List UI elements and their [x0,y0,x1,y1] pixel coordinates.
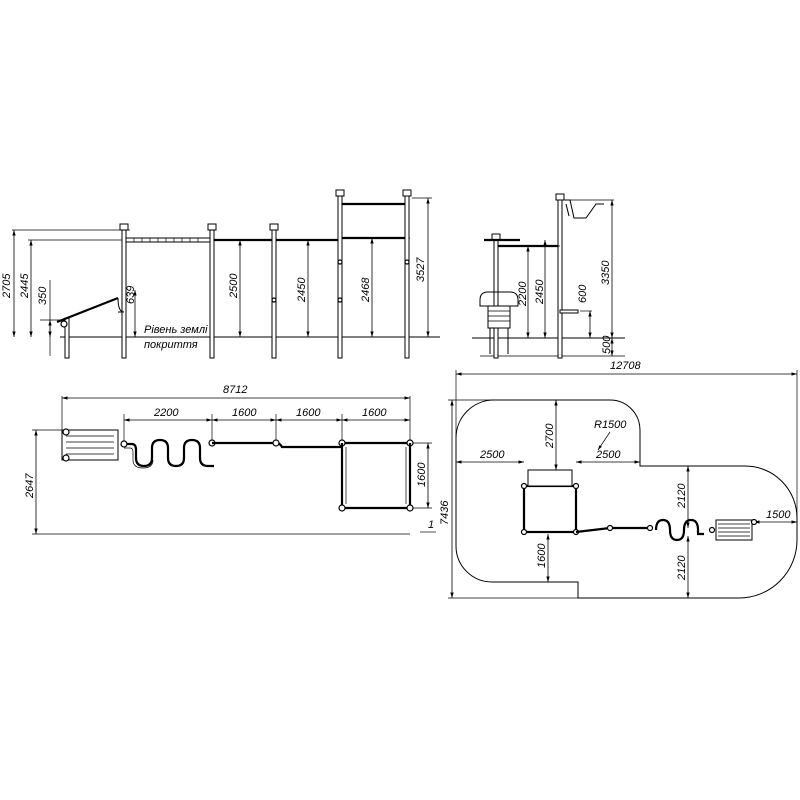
dim-1600a: 1600 [232,407,257,419]
dim-2705: 2705 [1,273,13,299]
post [557,197,563,359]
wave-bars-inner [124,447,154,469]
top-bar-inner [565,203,570,217]
dim-2500b: 2500 [595,449,621,461]
post-cap [269,223,279,231]
bench-foot [60,320,68,328]
post [271,227,277,359]
joint [520,482,528,490]
dim-500: 500 [601,335,613,354]
mark-1: 1 [428,519,434,531]
plan-bench-foot [62,428,70,436]
joint [520,528,528,536]
ground-label-line1: Рівень землі [144,324,208,336]
dim-7436: 7436 [439,500,451,525]
dim-r1500: R1500 [594,419,627,431]
dim-2647: 2647 [24,473,36,499]
joint [338,504,346,512]
plan-bench [61,429,119,461]
post-cap [119,223,129,231]
post-cap [555,193,565,201]
dim-12708: 12708 [610,360,641,372]
dim-r1500-leader [597,431,611,451]
top-bar [562,199,604,219]
rail [275,441,342,449]
dim-2500a: 2500 [479,449,505,461]
plan-bench-foot [62,454,70,462]
joint [606,524,614,532]
incline-bench [56,296,119,324]
dim-600: 600 [577,284,589,303]
bench-support [117,297,125,313]
dim-1600b: 1600 [296,407,321,419]
dim-639: 639 [125,286,137,304]
side-view-small: 2200 2450 600 3350 500 [472,193,625,359]
step-bar [559,309,579,314]
dim-2700: 2700 [544,423,556,449]
dim-1600-v: 1600 [416,462,428,487]
bench-seat [487,305,511,329]
side-view-main: 2705 2445 350 639 2500 2450 2468 3527 Рі… [1,189,440,359]
post-cap [335,189,345,197]
post [209,227,215,359]
dim-2200: 2200 [517,281,529,307]
joint [120,440,128,448]
post-cap [402,189,412,197]
post-cap [207,223,217,231]
joint [404,259,410,265]
joint [572,482,580,490]
dim-2120b: 2120 [676,555,688,581]
dim-2500: 2500 [228,273,240,299]
dim-2445: 2445 [19,273,31,299]
dim-2450: 2450 [296,277,308,303]
plan-view: 8712 2200 1600 1600 1600 2647 1600 1 [24,384,436,535]
joint [272,439,280,447]
dim-3527: 3527 [415,257,427,282]
dim-1600: 1600 [536,543,548,568]
joint [271,297,277,303]
dim-2450: 2450 [534,279,546,305]
post [493,237,499,359]
post [337,193,343,359]
dim-2468: 2468 [360,277,372,303]
wave-bars [124,438,214,468]
zone-bench [715,519,753,541]
zone-bench-slats [718,523,750,537]
safety-zone-outline [455,399,798,599]
dim-1500: 1500 [766,509,791,521]
zone-square-frame [522,484,578,534]
monkey-bars-rungs [133,238,199,242]
dim-1600c: 1600 [362,407,387,419]
joint [646,524,654,532]
joint [337,297,343,303]
zone-wave-bars [654,518,704,542]
dim-3350: 3350 [600,260,612,285]
ground-label-line2: покриття [144,339,198,351]
post [404,193,410,359]
joint [708,526,716,534]
bench-legs [489,328,509,354]
joint [337,259,343,265]
dim-2200: 2200 [153,407,179,419]
dim-2120a: 2120 [676,483,688,509]
monkey-bars [125,237,211,243]
bench-slats [488,310,510,322]
dim-8712: 8712 [223,384,247,396]
zone-canopy [527,469,573,487]
zone-view: 12708 7436 R1500 2700 2500 2500 2120 212… [439,360,798,599]
dim-350: 350 [37,286,49,305]
joint [406,504,414,512]
plan-bench-slats [66,435,114,455]
bench-frame [479,291,519,307]
joint [750,518,758,526]
